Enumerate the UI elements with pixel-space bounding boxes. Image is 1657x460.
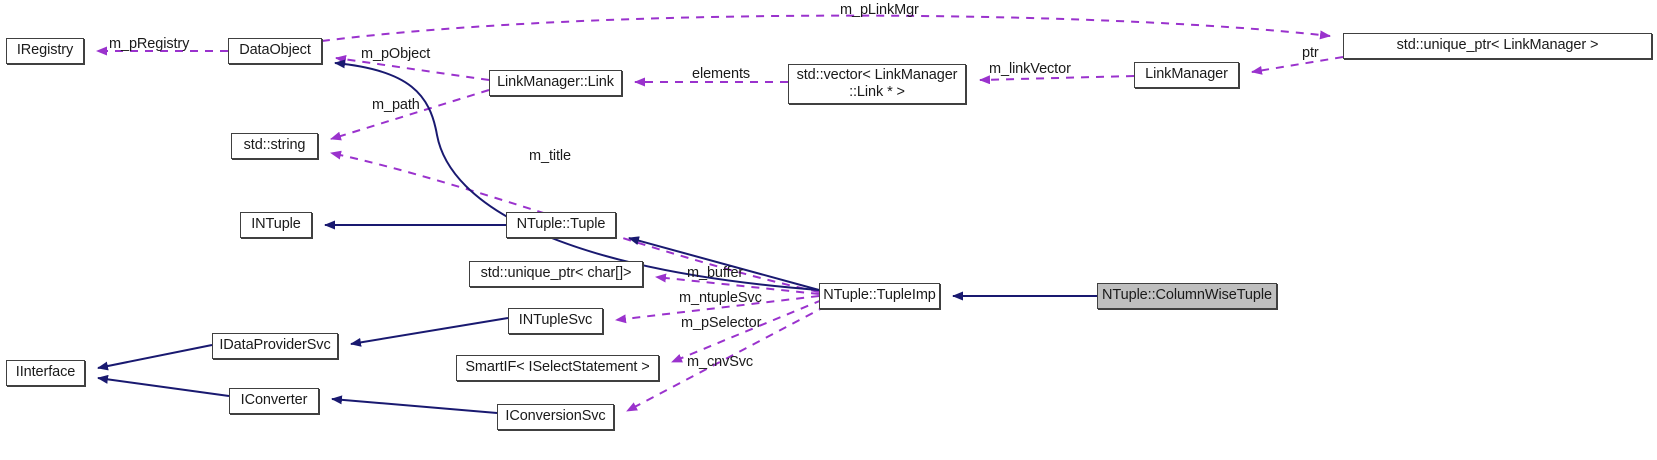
node-ntuple-tupleimp[interactable]: NTuple::TupleImp <box>819 283 940 309</box>
node-label: std::vector< LinkManager ::Link * > <box>796 66 958 100</box>
node-label: INTupleSvc <box>518 312 593 329</box>
edge-m_pSelector <box>671 299 823 363</box>
node-label: DataObject <box>239 42 311 59</box>
node-label: std::unique_ptr< LinkManager > <box>1396 37 1599 54</box>
edge-m_cnvSvc <box>626 305 827 412</box>
node-std-unique-ptr-char-array[interactable]: std::unique_ptr< char[]> <box>469 261 643 287</box>
node-label: IDataProviderSvc <box>219 337 331 354</box>
node-intuplesvc[interactable]: INTupleSvc <box>508 308 603 334</box>
edge-label-m-ntuplesvc: m_ntupleSvc <box>679 290 762 306</box>
node-iregistry[interactable]: IRegistry <box>6 38 84 64</box>
edge-m_buffer <box>655 273 820 295</box>
node-ntuple-tuple[interactable]: NTuple::Tuple <box>506 212 616 238</box>
edge-ptr <box>1251 56 1344 75</box>
edge-idataprovider-iinterface <box>97 344 213 371</box>
inheritance-edges <box>97 59 1097 414</box>
edge-intuplesvc-idataprovider <box>350 317 509 347</box>
edge-label-m-pregistry: m_pRegistry <box>109 36 190 52</box>
edge-label-ptr: ptr <box>1302 45 1319 61</box>
edge-label-m-title: m_title <box>529 148 572 164</box>
node-std-string[interactable]: std::string <box>231 133 318 159</box>
edge-tupleimp-tuple <box>628 236 820 291</box>
edge-label-m-linkvector: m_linkVector <box>989 61 1071 77</box>
edge-m_linkVector <box>979 75 1135 85</box>
edge-label-m-buffer: m_buffer <box>687 265 744 281</box>
node-label: LinkManager <box>1145 66 1228 83</box>
node-label: LinkManager::Link <box>497 74 614 91</box>
node-intuple[interactable]: INTuple <box>240 212 312 238</box>
node-label: std::string <box>243 137 306 154</box>
node-iinterface[interactable]: IInterface <box>6 360 85 386</box>
node-std-unique-ptr-linkmanager[interactable]: std::unique_ptr< LinkManager > <box>1343 33 1652 59</box>
edge-label-m-plinkmgr: m_pLinkMgr <box>840 2 919 18</box>
node-label: IInterface <box>15 364 76 381</box>
node-idataprovidersvc[interactable]: IDataProviderSvc <box>212 333 338 359</box>
node-label: NTuple::ColumnWiseTuple <box>1102 287 1272 304</box>
node-label: INTuple <box>251 216 301 233</box>
edge-iconversionsvc-iconverter <box>331 395 498 414</box>
node-label: IConverter <box>240 392 308 409</box>
edge-label-m-pobject: m_pObject <box>361 46 431 62</box>
node-label: SmartIF< ISelectStatement > <box>465 359 650 376</box>
edge-m_path <box>330 89 490 141</box>
edge-label-elements: elements <box>692 66 751 82</box>
node-ntuple-columnwisetuple[interactable]: NTuple::ColumnWiseTuple <box>1097 283 1277 309</box>
edge-m_pObject <box>335 54 490 81</box>
node-iconverter[interactable]: IConverter <box>229 388 319 414</box>
edge-label-m-pselector: m_pSelector <box>681 315 762 331</box>
edge-label-m-path: m_path <box>372 97 420 113</box>
node-linkmanager[interactable]: LinkManager <box>1134 62 1239 88</box>
edge-m_pLinkMgr <box>321 14 1331 42</box>
node-label: IConversionSvc <box>505 408 606 425</box>
edge-label-m-cnvsvc: m_cnvSvc <box>687 354 754 370</box>
node-std-vector-linkmanager-link-ptr[interactable]: std::vector< LinkManager ::Link * > <box>788 64 966 104</box>
edge-iconverter-iinterface <box>97 374 230 397</box>
node-label: std::unique_ptr< char[]> <box>480 265 632 282</box>
node-label: NTuple::TupleImp <box>823 287 936 304</box>
node-smartif-iselectstatement[interactable]: SmartIF< ISelectStatement > <box>456 355 659 381</box>
node-label: NTuple::Tuple <box>516 216 606 233</box>
edge-m_ntupleSvc <box>615 295 820 324</box>
node-label: IRegistry <box>16 42 74 59</box>
edge-tupleimp-dataobject <box>334 59 820 291</box>
node-iconversionsvc[interactable]: IConversionSvc <box>497 404 614 430</box>
node-linkmanager-link[interactable]: LinkManager::Link <box>489 70 622 96</box>
node-dataobject[interactable]: DataObject <box>228 38 322 64</box>
